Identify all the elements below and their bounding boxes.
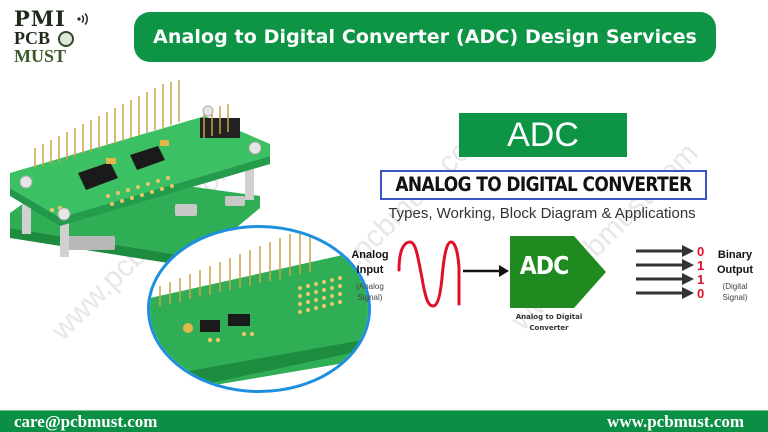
pcb-board-image bbox=[10, 80, 270, 268]
arrow-right-icon bbox=[463, 265, 509, 277]
footer-email[interactable]: care@pcbmust.com bbox=[14, 411, 158, 431]
adc-badge: ADC bbox=[459, 113, 627, 157]
binary-bits: 0 1 1 0 bbox=[636, 244, 706, 308]
arrow-right-icon bbox=[636, 259, 694, 271]
binary-output-note-2: Signal) bbox=[722, 293, 748, 302]
binary-output-title-2: Output bbox=[716, 264, 754, 276]
page-title: Analog to Digital Converter (ADC) Design… bbox=[153, 26, 697, 48]
bit-value: 1 bbox=[697, 257, 705, 273]
pcb-closeup-image bbox=[147, 225, 371, 393]
logo-pcb-text: PCB bbox=[14, 28, 50, 48]
bit-row: 1 bbox=[636, 257, 706, 273]
footer-bar: care@pcbmust.com www.pcbmust.com bbox=[0, 410, 768, 432]
adc-block-label: ADC bbox=[519, 252, 569, 281]
binary-output-title-1: Binary bbox=[717, 249, 753, 261]
adc-block-caption-1: Analog to Digital bbox=[515, 313, 583, 321]
analog-input-note-2: Signal) bbox=[357, 293, 383, 302]
adc-block-caption: Analog to Digital Converter bbox=[510, 312, 588, 334]
adc-tagline: Types, Working, Block Diagram & Applicat… bbox=[388, 205, 696, 222]
arrow-right-icon bbox=[636, 287, 694, 299]
logo-seal-icon bbox=[58, 31, 74, 47]
bit-row: 0 bbox=[636, 285, 706, 301]
analog-input-title-2: Input bbox=[356, 264, 384, 276]
analog-wave-icon bbox=[397, 240, 461, 308]
adc-subtitle-box: ANALOG TO DIGITAL CONVERTER bbox=[380, 170, 707, 200]
adc-block-caption-2: Converter bbox=[529, 324, 569, 332]
adc-badge-text: ADC bbox=[507, 115, 579, 154]
company-logo: PMI PCB MUST bbox=[12, 6, 92, 68]
logo-must-text: MUST bbox=[14, 46, 67, 66]
adc-subtitle: ANALOG TO DIGITAL CONVERTER bbox=[395, 173, 692, 197]
binary-output-label: Binary Output (Digital Signal) bbox=[710, 248, 760, 303]
page-title-banner: Analog to Digital Converter (ADC) Design… bbox=[134, 12, 716, 62]
bit-value: 1 bbox=[697, 271, 705, 287]
logo-pmi-text: PMI bbox=[14, 6, 66, 31]
bit-value: 0 bbox=[697, 285, 705, 301]
bit-value: 0 bbox=[697, 243, 705, 259]
analog-input-title-1: Analog bbox=[351, 249, 389, 261]
signal-icon bbox=[77, 12, 88, 26]
adc-block-icon bbox=[510, 236, 606, 308]
bit-row: 0 bbox=[636, 243, 706, 259]
analog-input-label: Analog Input (Analog Signal) bbox=[345, 248, 395, 303]
analog-input-note-1: (Analog bbox=[356, 282, 384, 291]
arrow-right-icon bbox=[636, 273, 694, 285]
arrow-right-icon bbox=[636, 245, 694, 257]
bit-row: 1 bbox=[636, 271, 706, 287]
footer-website[interactable]: www.pcbmust.com bbox=[607, 411, 744, 431]
binary-output-note-1: (Digital bbox=[722, 282, 748, 291]
